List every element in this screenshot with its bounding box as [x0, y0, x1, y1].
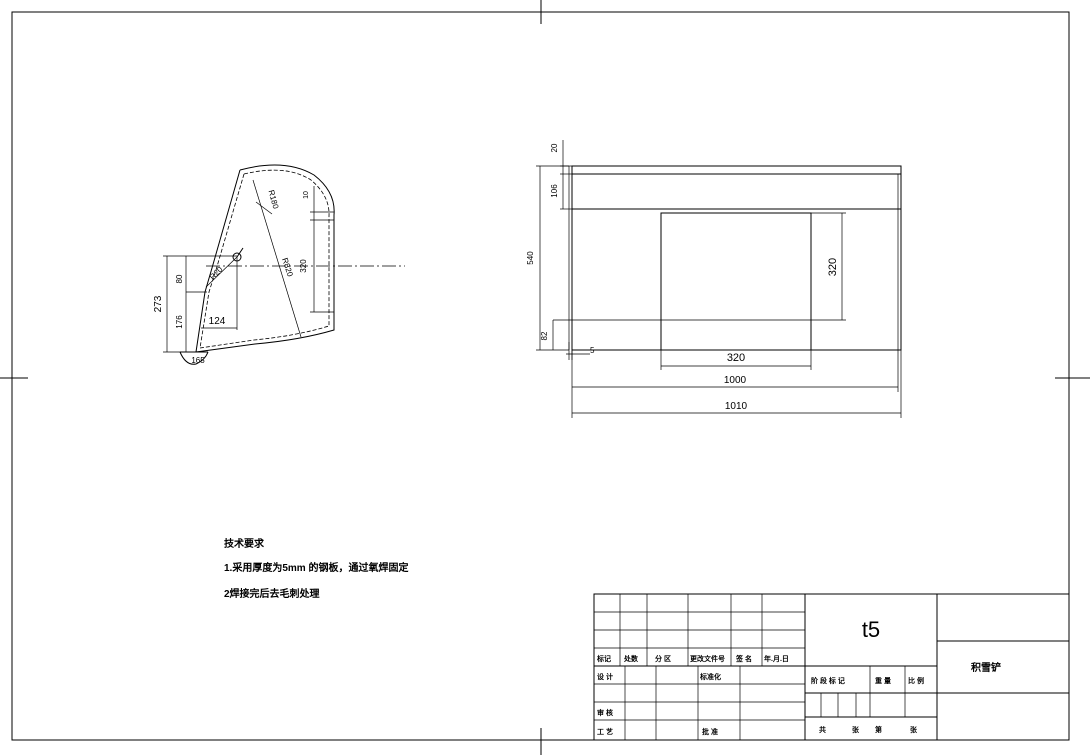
tb-material: t5: [862, 617, 880, 642]
dim-106: 106: [550, 184, 559, 198]
tb-std: 标准化: [699, 672, 721, 681]
lip-arc: [179, 351, 209, 365]
tb-date: 年.月.日: [764, 654, 789, 663]
tb-zone: 分 区: [655, 654, 671, 663]
dim-320-horizontal: 320: [727, 352, 745, 364]
tb-mark: 标记: [596, 654, 611, 663]
title-block: 标记 处数 分 区 更改文件号 签 名 年.月.日 设 计 标准化 审 核 工 …: [593, 593, 1070, 741]
tb-approve: 批 准: [702, 727, 718, 736]
dim-320-side: 320: [299, 259, 308, 273]
technical-notes: 技术要求 1.采用厚度为5mm 的钢板，通过氧焊固定 2焊接完后去毛刺处理: [224, 537, 408, 600]
inner-window: [660, 212, 812, 351]
dim-273: 273: [153, 295, 164, 312]
dim-320-vertical: 320: [827, 258, 839, 276]
tb-zhang2: 张: [910, 725, 918, 734]
tb-stage: 阶 段 标 记: [811, 676, 845, 685]
tb-count: 处数: [623, 654, 639, 663]
side-view: 273 80 176 124 165 R20 R180 R820 10 320: [153, 164, 405, 365]
front-view: 20 106 540 82 5 320 320 1000: [526, 140, 902, 418]
tb-zhang: 张: [852, 725, 860, 734]
dim-124: 124: [209, 316, 226, 327]
dim-80: 80: [175, 274, 184, 283]
tb-total: 共: [819, 725, 826, 734]
tb-process: 工 艺: [597, 727, 613, 736]
dim-1000: 1000: [724, 375, 747, 386]
tb-weight: 重 量: [875, 676, 891, 685]
notes-title: 技术要求: [224, 537, 265, 550]
dim-20: 20: [550, 143, 559, 152]
tb-design: 设 计: [597, 672, 613, 681]
tb-sheet-no: 第: [875, 725, 882, 734]
tb-part-name: 积雪铲: [971, 661, 1001, 674]
dim-540: 540: [526, 251, 535, 265]
dim-176: 176: [175, 315, 184, 329]
tb-review: 审 核: [597, 708, 613, 717]
dim-r180: R180: [267, 189, 281, 210]
dim-r20: R20: [208, 264, 225, 281]
tb-docno: 更改文件号: [690, 654, 725, 663]
side-profile-outer: [195, 164, 335, 353]
tb-sign: 签 名: [735, 654, 752, 663]
dim-165: 165: [191, 356, 205, 365]
notes-line-1: 1.采用厚度为5mm 的钢板，通过氧焊固定: [224, 561, 408, 574]
dim-1010: 1010: [725, 401, 748, 412]
dim-10: 10: [303, 191, 310, 199]
dim-5: 5: [590, 346, 595, 355]
dim-82: 82: [540, 331, 549, 340]
plate-outline: [571, 165, 902, 351]
notes-line-2: 2焊接完后去毛刺处理: [224, 587, 320, 600]
tb-scale: 比 例: [908, 676, 924, 685]
